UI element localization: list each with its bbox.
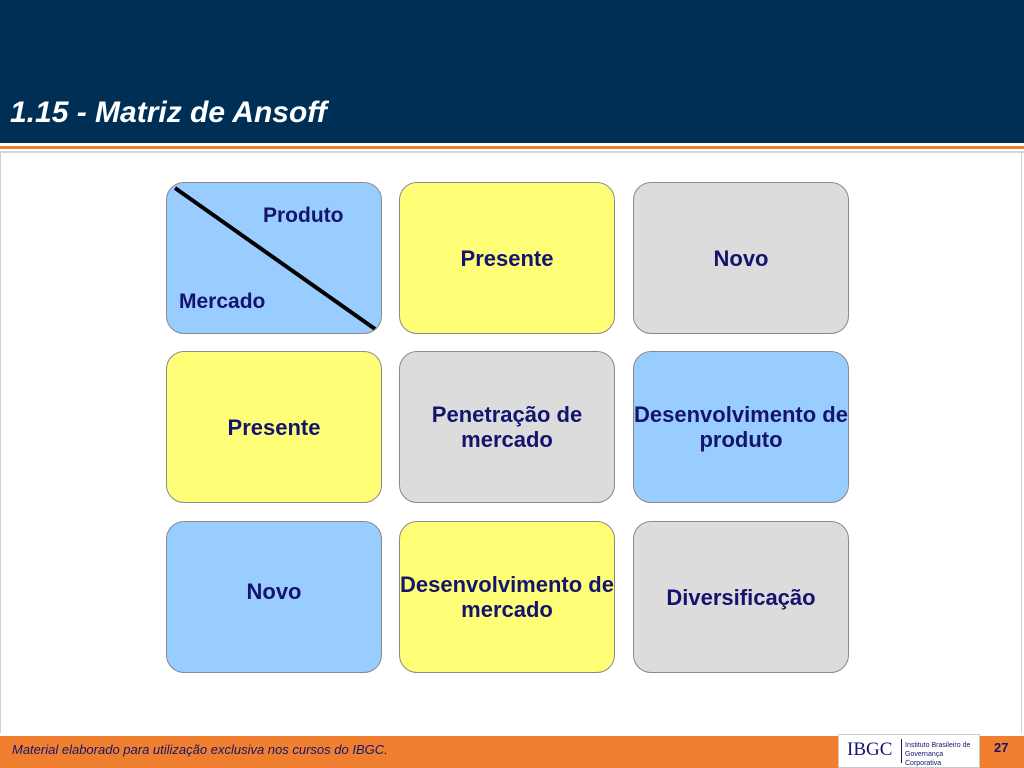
left-border-line [0, 153, 1, 733]
ibgc-logo: IBGC Instituto Brasileiro de Governança … [838, 734, 980, 768]
matrix-corner-cell: Produto Mercado [166, 182, 382, 334]
slide-header: 1.15 - Matriz de Ansoff [0, 0, 1024, 143]
corner-market-label: Mercado [179, 290, 266, 313]
product-header-new: Novo [633, 182, 849, 334]
product-header-new-label: Novo [713, 245, 769, 271]
cell-market-development-label: Desenvolvimento de mercado [400, 572, 614, 622]
product-header-present-label: Presente [460, 245, 554, 271]
page-number: 27 [994, 740, 1009, 755]
cell-product-development: Desenvolvimento de produto [633, 351, 849, 503]
market-header-present: Presente [166, 351, 382, 503]
right-border-line [1021, 153, 1022, 733]
corner-diagonal-line [173, 186, 377, 331]
corner-product-label: Produto [263, 204, 344, 227]
header-rule-grey [0, 151, 1024, 153]
cell-market-penetration-label: Penetração de mercado [431, 402, 583, 452]
cell-market-development: Desenvolvimento de mercado [399, 521, 615, 673]
cell-product-development-label: Desenvolvimento de produto [634, 402, 848, 452]
logo-separator [901, 739, 902, 763]
header-rule-orange [0, 146, 1024, 149]
market-header-new-label: Novo [246, 578, 302, 604]
cell-diversification: Diversificação [633, 521, 849, 673]
cell-market-penetration: Penetração de mercado [399, 351, 615, 503]
market-header-new: Novo [166, 521, 382, 673]
slide-title: 1.15 - Matriz de Ansoff [10, 96, 327, 129]
market-header-present-label: Presente [227, 414, 321, 440]
logo-subtitle: Instituto Brasileiro de Governança Corpo… [905, 742, 971, 767]
logo-wordmark: IBGC [847, 739, 893, 760]
cell-diversification-label: Diversificação [666, 584, 816, 610]
product-header-present: Presente [399, 182, 615, 334]
footer-disclaimer: Material elaborado para utilização exclu… [12, 742, 388, 757]
